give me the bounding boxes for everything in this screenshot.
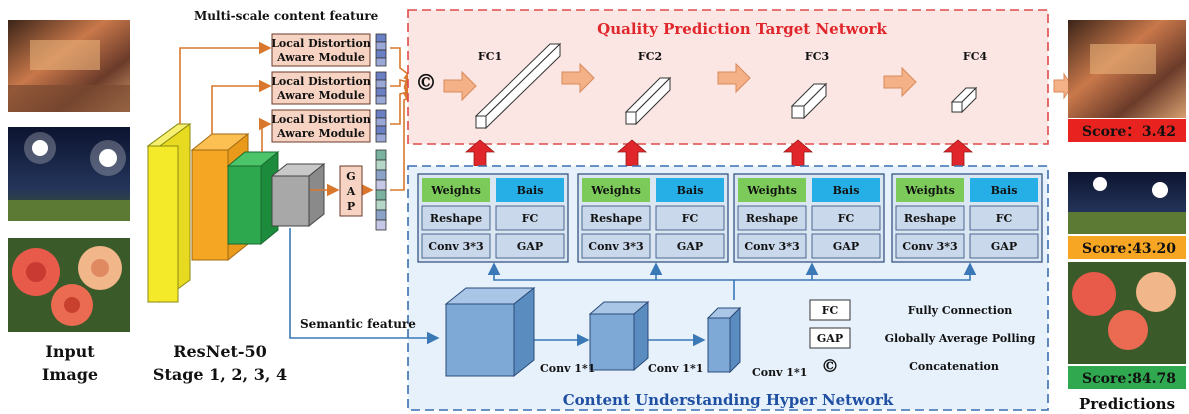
score-3-label: Score： — [1082, 371, 1140, 387]
bais-cell: Bais — [833, 184, 860, 197]
bais-cell: Bais — [517, 184, 544, 197]
prediction-images — [1068, 20, 1186, 364]
ldam-1-line2: Aware Module — [276, 51, 365, 64]
score-1-label: Score： — [1082, 124, 1140, 140]
weights-cell: Weights — [590, 184, 641, 197]
conv3-label: Conv 1*1 — [752, 366, 807, 379]
fc4-label: FC4 — [963, 50, 988, 63]
legend-desc-concat: Concatenation — [909, 360, 999, 373]
input-images: Input Image — [8, 20, 130, 384]
gap-letter-a: A — [346, 185, 356, 198]
hyper-title: Content Understanding Hyper Network — [563, 391, 894, 409]
hyper-connectors — [289, 228, 977, 347]
conv-cell: Conv 3*3 — [428, 240, 483, 253]
conv-cubes — [444, 286, 742, 378]
input-image-night — [8, 127, 130, 221]
weights-cell: Weights — [746, 184, 797, 197]
multiscale-title: Multi-scale content feature — [194, 9, 379, 23]
gap-cell: GAP — [517, 240, 543, 253]
ldam-1-line1: Local Distortion — [271, 37, 371, 50]
fc-cell: FC — [682, 212, 699, 225]
bais-cell: Bais — [991, 184, 1018, 197]
reshape-cell: Reshape — [746, 212, 798, 225]
quality-prediction-network: Quality Prediction Target Network © — [407, 9, 1073, 145]
bais-cell: Bais — [677, 184, 704, 197]
gap-letter-p: P — [347, 200, 355, 213]
fc-cell: FC — [838, 212, 855, 225]
fc3-label: FC3 — [805, 50, 829, 63]
legend-key-gap: GAP — [817, 332, 843, 345]
fc1-label: FC1 — [478, 50, 502, 63]
score-1-value: 3.42 — [1142, 124, 1176, 140]
weight-arrows — [464, 139, 974, 167]
gap-cell: GAP — [991, 240, 1017, 253]
qptn-title: Quality Prediction Target Network — [597, 20, 887, 38]
score-2-value: 43.20 — [1132, 241, 1176, 257]
score-3-value: 84.78 — [1132, 371, 1176, 387]
predictions-label: Predictions — [1079, 395, 1175, 413]
ldam-2-line2: Aware Module — [276, 89, 365, 102]
fc-cell: FC — [996, 212, 1013, 225]
conv2-label: Conv 1*1 — [648, 362, 703, 375]
legend-key-concat: © — [821, 356, 839, 377]
conv-cell: Conv 3*3 — [744, 240, 799, 253]
resnet-label-1: ResNet-50 — [173, 342, 267, 361]
gap-module: G A P — [339, 165, 363, 217]
semantic-feature-label: Semantic feature — [300, 317, 416, 331]
ldam-module-3: Local Distortion Aware Module — [271, 109, 371, 143]
fc-cell: FC — [522, 212, 539, 225]
gap-cell: GAP — [833, 240, 859, 253]
ldam-3-line1: Local Distortion — [271, 113, 371, 126]
reshape-cell: Reshape — [904, 212, 956, 225]
resnet-blocks: ResNet-50 Stage 1, 2, 3, 4 — [146, 123, 326, 384]
weights-cell: Weights — [904, 184, 955, 197]
resnet-label-2: Stage 1, 2, 3, 4 — [153, 365, 287, 384]
ldam-3-line2: Aware Module — [276, 127, 365, 140]
legend-key-fc: FC — [822, 304, 839, 317]
input-label-1: Input — [45, 342, 95, 361]
score-1: Score： 3.42 — [1068, 119, 1186, 142]
legend: FC Fully Connection GAP Globally Average… — [809, 299, 1036, 377]
input-image-flowers — [8, 238, 130, 332]
feature-vectors — [375, 33, 387, 231]
input-image-blur — [8, 20, 130, 112]
conv-cell: Conv 3*3 — [902, 240, 957, 253]
score-2-label: Score： — [1082, 241, 1140, 257]
fc2-label: FC2 — [638, 50, 662, 63]
legend-desc-fc: Fully Connection — [908, 304, 1013, 317]
ldam-module-2: Local Distortion Aware Module — [271, 71, 371, 105]
weights-cell: Weights — [430, 184, 481, 197]
ldam-2-line1: Local Distortion — [271, 75, 371, 88]
score-3: Score： 84.78 — [1068, 366, 1186, 389]
reshape-cell: Reshape — [430, 212, 482, 225]
gap-letter-g: G — [346, 170, 355, 183]
reshape-cell: Reshape — [590, 212, 642, 225]
concat-symbol: © — [415, 70, 437, 96]
conv-cell: Conv 3*3 — [588, 240, 643, 253]
legend-desc-gap: Globally Average Polling — [885, 332, 1036, 345]
gap-cell: GAP — [677, 240, 703, 253]
ldam-module-1: Local Distortion Aware Module — [271, 33, 371, 67]
input-label-2: Image — [42, 365, 98, 384]
conv1-label: Conv 1*1 — [540, 362, 595, 375]
score-2: Score： 43.20 — [1068, 236, 1186, 259]
